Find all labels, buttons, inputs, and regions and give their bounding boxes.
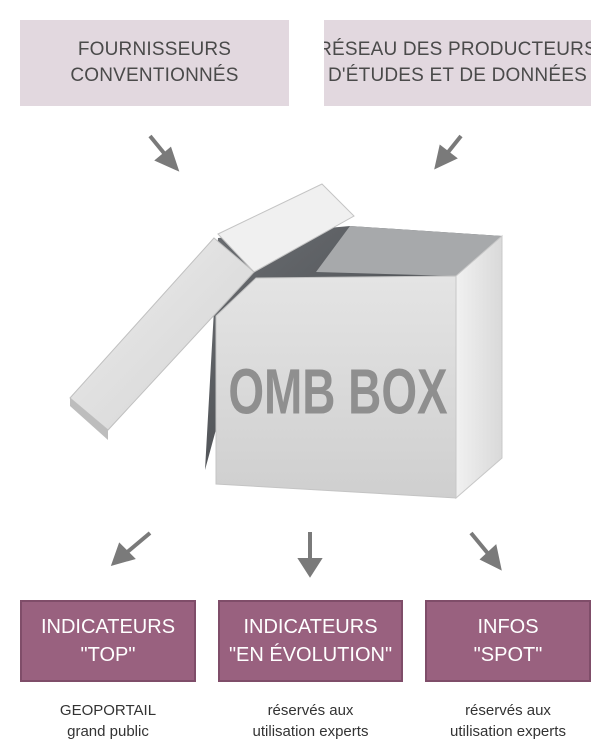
- box-back-rim: [316, 226, 502, 276]
- output-label-line: INDICATEURS: [40, 616, 176, 638]
- source-label-line: FOURNISSEURS: [77, 39, 232, 60]
- source-box-fournisseurs: FOURNISSEURS CONVENTIONNÉS: [20, 20, 289, 106]
- diagram-art: OMB BOX: [69, 134, 503, 578]
- output-label-line: INDICATEURS: [243, 616, 378, 638]
- box-front-face: [215, 275, 457, 499]
- box-right-face: [455, 234, 503, 500]
- output-label-line: "SPOT": [473, 644, 543, 666]
- output-label-line: "TOP": [80, 644, 136, 666]
- caption-line: utilisation experts: [450, 723, 566, 740]
- source-box-reseau: RÉSEAU DES PRODUCTEURS D'ÉTUDES ET DE DO…: [324, 20, 591, 106]
- caption-line: utilisation experts: [252, 723, 369, 740]
- source-label-line: CONVENTIONNÉS: [70, 65, 239, 86]
- caption-line: réservés aux: [267, 702, 354, 719]
- output-caption: réservés aux utilisation experts: [425, 700, 591, 742]
- caption-line: GEOPORTAIL: [59, 702, 157, 719]
- source-label-line: D'ÉTUDES ET DE DONNÉES: [328, 65, 587, 86]
- arrow-down-right-icon: [148, 134, 180, 172]
- arrow-down-right-icon: [469, 531, 502, 571]
- box-lid-edge: [217, 183, 355, 273]
- output-caption: réservés aux utilisation experts: [218, 700, 403, 742]
- output-label-line: INFOS: [477, 616, 539, 638]
- output-label-line: "EN ÉVOLUTION": [228, 644, 393, 666]
- arrow-down-left-icon: [434, 134, 463, 170]
- output-box-top: INDICATEURS "TOP": [20, 600, 196, 682]
- output-box-en-evolution: INDICATEURS "EN ÉVOLUTION": [218, 600, 403, 682]
- output-caption: GEOPORTAIL grand public: [20, 700, 196, 742]
- output-box-spot: INFOS "SPOT": [425, 600, 591, 682]
- arrow-down-icon: [297, 532, 323, 578]
- box-label: OMB BOX: [228, 355, 447, 428]
- source-label-line: RÉSEAU DES PRODUCTEURS: [324, 39, 591, 60]
- caption-line: réservés aux: [465, 702, 551, 719]
- caption-line: grand public: [67, 723, 149, 740]
- arrow-down-left-icon: [110, 531, 152, 566]
- box-lid-side: [70, 398, 108, 440]
